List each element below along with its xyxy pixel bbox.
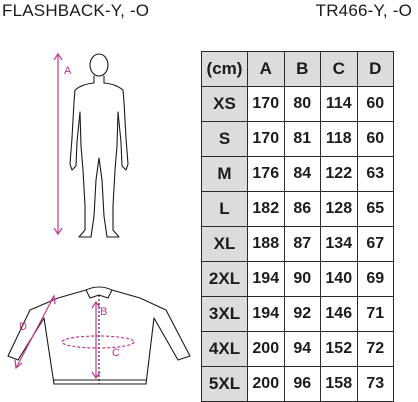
measure-b-cell: 81 bbox=[283, 121, 321, 157]
measure-a-cell: 182 bbox=[247, 191, 285, 227]
column-header-a: A bbox=[247, 51, 285, 87]
measure-a-cell: 188 bbox=[247, 226, 285, 262]
human-silhouette bbox=[69, 53, 129, 238]
column-header-d: D bbox=[356, 51, 394, 87]
measure-a-cell: 200 bbox=[247, 331, 285, 367]
measure-a-cell: 200 bbox=[247, 366, 285, 402]
measure-a-cell: 194 bbox=[247, 261, 285, 297]
measure-a-label: A bbox=[64, 65, 72, 77]
measure-c-cell: 128 bbox=[320, 191, 358, 227]
measure-a-cell: 176 bbox=[247, 156, 285, 192]
size-cell: 3XL bbox=[201, 296, 248, 332]
measure-d-cell: 69 bbox=[356, 261, 394, 297]
length-arrow bbox=[91, 300, 101, 380]
size-cell: XS bbox=[201, 86, 248, 122]
measure-d-cell: 65 bbox=[356, 191, 394, 227]
measure-c-cell: 152 bbox=[320, 331, 358, 367]
measure-d-label: D bbox=[19, 321, 27, 333]
size-cell: XL bbox=[201, 226, 248, 262]
body-height-diagram: A bbox=[0, 38, 190, 250]
column-header-b: B bbox=[283, 51, 321, 87]
measure-b-cell: 86 bbox=[283, 191, 321, 227]
sleeve-arrow bbox=[14, 294, 56, 370]
measure-c-label: C bbox=[112, 347, 120, 359]
size-cell: 2XL bbox=[201, 261, 248, 297]
measure-d-cell: 60 bbox=[356, 121, 394, 157]
measure-b-cell: 87 bbox=[283, 226, 321, 262]
table-header-row: (cm) A B C D bbox=[201, 51, 394, 87]
size-cell: 4XL bbox=[201, 331, 248, 367]
measure-b-cell: 92 bbox=[283, 296, 321, 332]
measure-a-cell: 170 bbox=[247, 86, 285, 122]
measure-b-cell: 84 bbox=[283, 156, 321, 192]
measure-c-cell: 122 bbox=[320, 156, 358, 192]
measure-b-cell: 96 bbox=[283, 366, 321, 402]
measure-b-label: B bbox=[100, 306, 107, 318]
measure-b-cell: 80 bbox=[283, 86, 321, 122]
jacket-measurement-diagram: D B C bbox=[0, 280, 200, 398]
height-arrow bbox=[53, 52, 63, 236]
column-header-c: C bbox=[320, 51, 358, 87]
measure-d-cell: 63 bbox=[356, 156, 394, 192]
model-code-left: FLASHBACK-Y, -O bbox=[2, 1, 150, 20]
model-code-right: TR466-Y, -O bbox=[315, 1, 412, 20]
measure-c-cell: 134 bbox=[320, 226, 358, 262]
size-cell: 5XL bbox=[201, 366, 248, 402]
measure-b-cell: 90 bbox=[283, 261, 321, 297]
measure-d-cell: 60 bbox=[356, 86, 394, 122]
measure-d-cell: 73 bbox=[356, 366, 394, 402]
unit-header: (cm) bbox=[201, 51, 248, 87]
size-cell: M bbox=[201, 156, 248, 192]
measure-c-cell: 118 bbox=[320, 121, 358, 157]
measure-d-cell: 72 bbox=[356, 331, 394, 367]
size-cell: S bbox=[201, 121, 248, 157]
jacket-outline bbox=[7, 286, 191, 385]
measure-c-cell: 158 bbox=[320, 366, 358, 402]
measure-b-cell: 94 bbox=[283, 331, 321, 367]
measure-a-cell: 194 bbox=[247, 296, 285, 332]
size-cell: L bbox=[201, 191, 248, 227]
measure-d-cell: 67 bbox=[356, 226, 394, 262]
measure-c-cell: 114 bbox=[320, 86, 358, 122]
measure-c-cell: 146 bbox=[320, 296, 358, 332]
measure-d-cell: 71 bbox=[356, 296, 394, 332]
measure-c-cell: 140 bbox=[320, 261, 358, 297]
measure-a-cell: 170 bbox=[247, 121, 285, 157]
chest-arrow bbox=[61, 335, 135, 349]
